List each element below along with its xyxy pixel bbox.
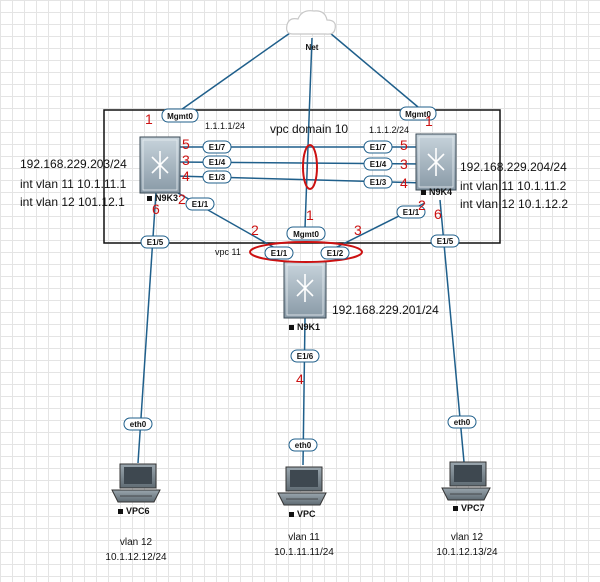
port-vpc-eth0: eth0 [288, 438, 318, 452]
svg-text:E1/5: E1/5 [437, 237, 454, 246]
port-n9k1-e16: E1/6 [290, 349, 320, 363]
marker-2: 2 [418, 197, 426, 213]
vpc-name: VPC [297, 509, 316, 519]
port-n9k1-mgmt0: Mgmt0 [286, 226, 326, 241]
port-n9k3-e14: E1/4 [202, 155, 232, 169]
pc-vpc[interactable] [277, 466, 327, 506]
port-n9k3-mgmt0: Mgmt0 [161, 108, 199, 123]
vpc-domain-label: vpc domain 10 [270, 122, 348, 136]
vpc6-vlan: vlan 12 [120, 537, 153, 548]
switch-arrows-icon [151, 151, 169, 179]
link-net-n9k4 [329, 32, 419, 108]
vpc7-vlan: vlan 12 [451, 532, 484, 543]
svg-text:E1/7: E1/7 [209, 143, 226, 152]
svg-text:eth0: eth0 [454, 418, 471, 427]
marker-5: 5 [400, 137, 408, 153]
port-n9k1-e11: E1/1 [264, 246, 294, 260]
vpc7-name: VPC7 [461, 503, 485, 513]
switch-n9k1[interactable] [283, 261, 327, 319]
svg-text:E1/4: E1/4 [209, 158, 226, 167]
svg-text:E1/3: E1/3 [209, 173, 226, 182]
link-net-n9k1 [304, 37, 313, 229]
vpc-ip: 10.1.11.11/24 [274, 547, 334, 558]
pc-vpc7[interactable] [441, 461, 491, 501]
n9k3-mgmt-ip: 1.1.1.1/24 [205, 121, 245, 131]
marker-3: 3 [400, 156, 408, 172]
n9k3-ip: 192.168.229.203/24 [20, 157, 127, 171]
n9k3-name: N9K3 [155, 193, 178, 203]
n9k3-vlan12: int vlan 12 101.12.1 [20, 195, 125, 209]
svg-text:E1/1: E1/1 [403, 208, 420, 217]
n9k1-ip: 192.168.229.201/24 [332, 303, 439, 317]
svg-text:eth0: eth0 [130, 420, 147, 429]
port-n9k4-e17: E1/7 [363, 140, 393, 154]
marker-1: 1 [425, 113, 433, 129]
svg-text:Mgmt0: Mgmt0 [293, 230, 319, 239]
vpc-vlan: vlan 11 [288, 532, 320, 543]
vpc7-ip: 10.1.12.13/24 [436, 547, 498, 558]
port-n9k4-e14: E1/4 [363, 157, 393, 171]
vpc6-name: VPC6 [126, 506, 150, 516]
marker-5: 5 [182, 136, 190, 152]
port-n9k3-e17: E1/7 [202, 140, 232, 154]
port-n9k4-e11: E1/1 [396, 205, 426, 219]
n9k4-ip: 192.168.229.204/24 [460, 160, 567, 174]
port-n9k1-e12: E1/2 [320, 246, 350, 260]
vpc11-ellipse [249, 241, 363, 263]
marker-6: 6 [434, 206, 442, 222]
marker-1: 1 [145, 111, 153, 127]
vpc-label: vpc 11 [215, 247, 241, 257]
marker-2: 2 [178, 191, 186, 207]
port-n9k4-mgmt0: Mgmt0 [399, 106, 437, 121]
marker-4: 4 [296, 371, 304, 387]
cloud-label: Net [306, 43, 319, 52]
svg-text:E1/1: E1/1 [192, 200, 209, 209]
svg-text:E1/7: E1/7 [370, 143, 387, 152]
switch-n9k4[interactable] [415, 133, 457, 191]
cloud-net: Net [286, 10, 336, 52]
port-vpc6-eth0: eth0 [123, 417, 153, 431]
marker-6: 6 [152, 201, 160, 217]
n9k4-vlan12: int vlan 12 10.1.12.2 [460, 197, 568, 211]
svg-text:E1/6: E1/6 [297, 352, 314, 361]
links [137, 32, 465, 466]
svg-text:E1/3: E1/3 [370, 178, 387, 187]
link-net-n9k3 [177, 32, 291, 113]
marker-3: 3 [354, 222, 362, 238]
marker-2: 2 [251, 222, 259, 238]
marker-4: 4 [400, 175, 408, 191]
svg-text:E1/1: E1/1 [271, 249, 288, 258]
svg-text:Mgmt0: Mgmt0 [405, 110, 431, 119]
port-n9k4-e15: E1/5 [430, 234, 460, 248]
svg-text:Mgmt0: Mgmt0 [167, 112, 193, 121]
n9k4-name: N9K4 [429, 187, 452, 197]
svg-text:E1/2: E1/2 [327, 249, 344, 258]
svg-text:eth0: eth0 [295, 441, 312, 450]
port-n9k3-e11: E1/1 [185, 197, 215, 211]
switch-arrows-icon [427, 148, 445, 176]
red-markers: 1 1 1 2 2 2 3 3 3 4 4 4 5 5 6 6 [145, 111, 442, 387]
switch-n9k3[interactable] [139, 136, 181, 194]
marker-3: 3 [182, 152, 190, 168]
svg-text:E1/5: E1/5 [147, 238, 164, 247]
switch-arrows-icon [296, 274, 314, 302]
port-n9k3-e13: E1/3 [202, 170, 232, 184]
port-n9k3-e15: E1/5 [140, 235, 170, 249]
marker-1: 1 [306, 207, 314, 223]
pc-vpc6[interactable] [111, 463, 161, 503]
n9k4-vlan11: int vlan 11 10.1.11.2 [460, 179, 567, 193]
peer-link-ellipse [302, 144, 318, 190]
vpc6-ip: 10.1.12.12/24 [105, 552, 167, 563]
marker-4: 4 [182, 168, 190, 184]
port-vpc7-eth0: eth0 [447, 415, 477, 429]
n9k4-mgmt-ip: 1.1.1.2/24 [369, 125, 409, 135]
svg-text:E1/4: E1/4 [370, 160, 387, 169]
port-n9k4-e13: E1/3 [363, 175, 393, 189]
n9k3-vlan11: int vlan 11 10.1.11.1 [20, 177, 127, 191]
port-labels: Mgmt0 Mgmt0 Mgmt0 E1/7 E1/4 E1/3 E1/7 [123, 106, 477, 452]
n9k1-name: N9K1 [297, 322, 320, 332]
